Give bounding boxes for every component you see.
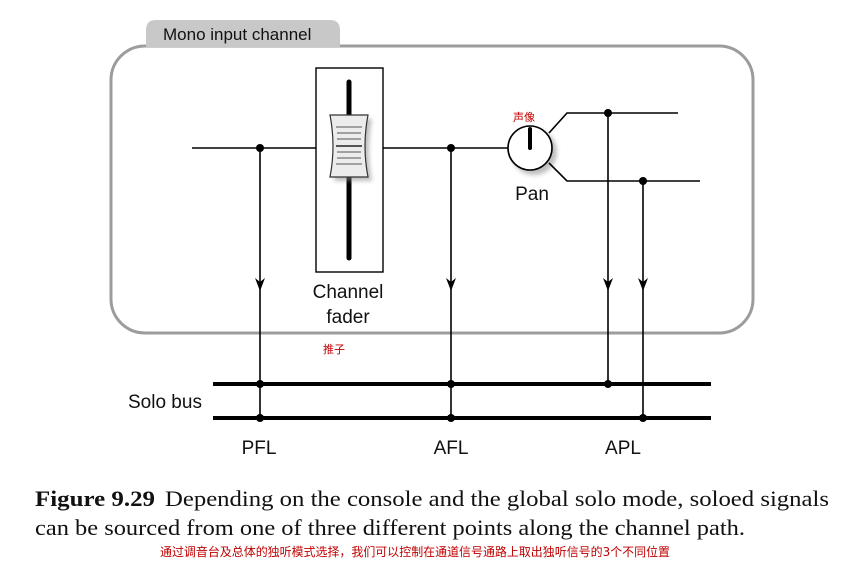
afl-label: AFL [434,438,469,459]
fader-label-line-1: Channel [313,282,384,303]
junction-dot [256,380,264,388]
fader-label-line-2: fader [326,307,370,328]
channel-tab [146,20,340,47]
fader-note: 推子 [323,342,345,356]
caption-line-1: Depending on the console and the global … [165,486,829,511]
pan-left-output-line [548,112,678,134]
junction-dot [639,177,647,185]
caption-note: 通过调音台及总体的独听模式选择，我们可以控制在通道信号通路上取出独听信号的3个不… [160,544,670,559]
junction-dot [604,380,612,388]
afl-tap-arrow [446,278,456,291]
junction-dot [604,109,612,117]
channel-frame [109,44,755,335]
pfl-label: PFL [242,438,277,459]
solo-bus-label: Solo bus [128,392,202,413]
junction-dot [447,144,455,152]
junction-dot [447,380,455,388]
channel-tab-label: Mono input channel [163,25,311,44]
figure-number: Figure 9.29 [35,486,155,511]
apl-right-tap-arrow [638,278,648,291]
junction-dot [639,414,647,422]
pfl-tap-arrow [255,278,265,291]
pan-label: Pan [515,184,549,205]
apl-label: APL [605,438,641,459]
junction-dot [256,144,264,152]
pan-right-output-line [548,162,700,182]
junction-dot [447,414,455,422]
apl-left-tap-arrow [603,278,613,291]
junction-dot [256,414,264,422]
pan-note: 声像 [513,110,535,124]
caption-line-2: can be sourced from one of three differe… [35,515,745,540]
